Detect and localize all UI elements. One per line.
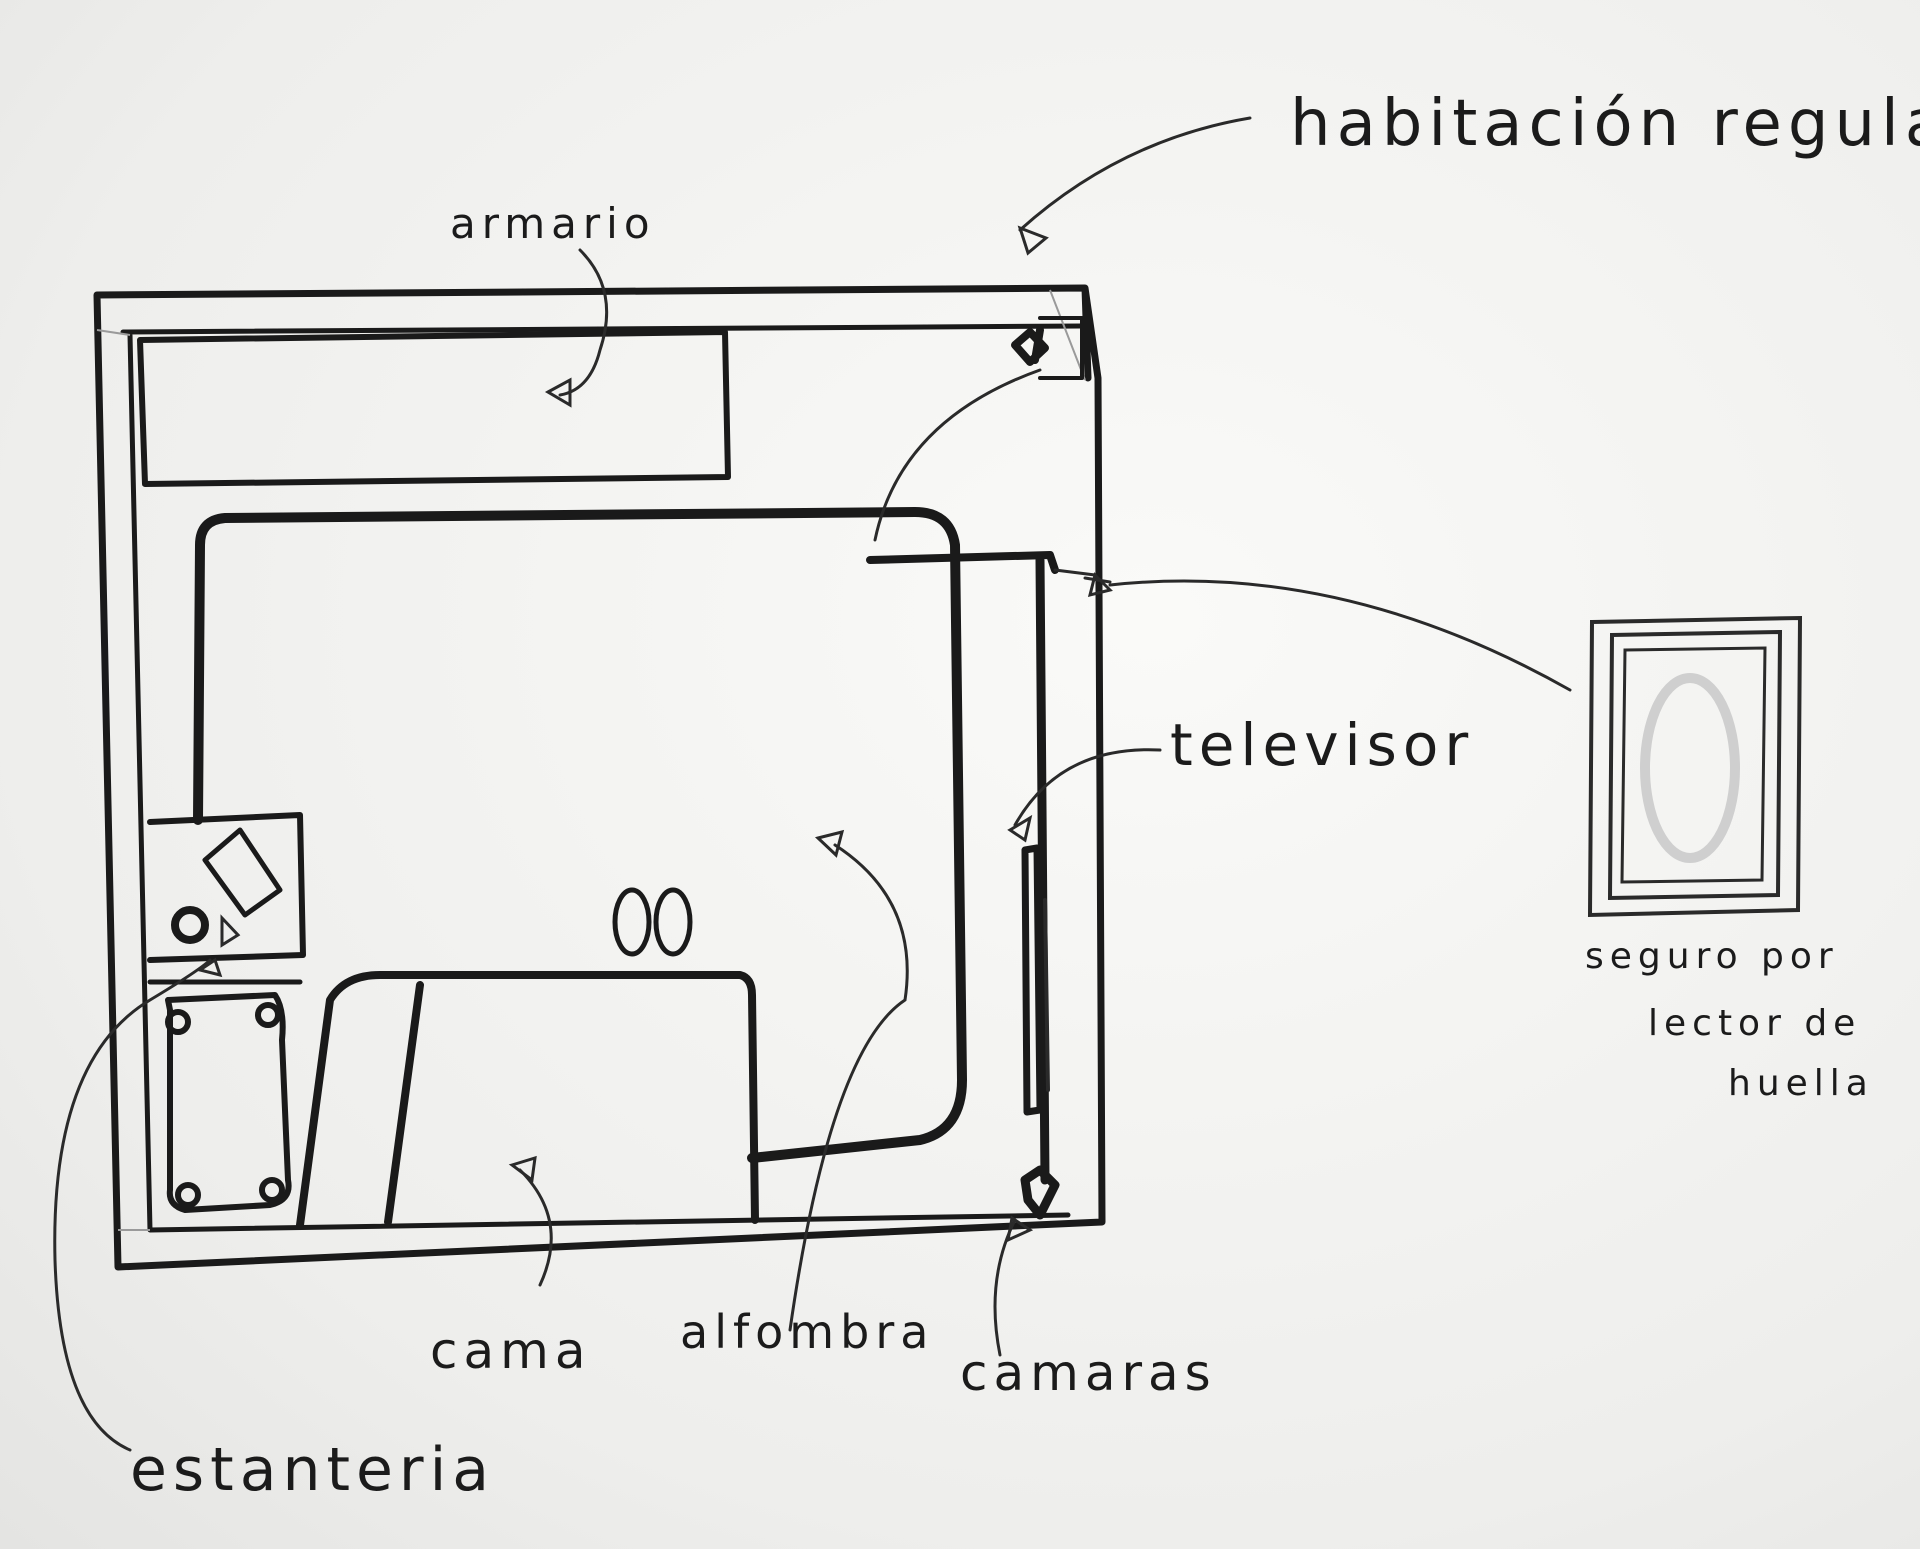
rug (193, 507, 967, 1163)
label-wardrobe: armario (450, 199, 656, 248)
shelf (147, 812, 306, 963)
bed (147, 887, 759, 1229)
label-rug: alfombra (680, 1305, 934, 1359)
label-lock-line3: huella (1728, 1063, 1874, 1104)
label-bed: cama (430, 1322, 591, 1380)
label-room: habitación regular (1290, 87, 1920, 161)
camera-bottom-icon (1020, 1165, 1060, 1220)
fingerprint-lock-marker (866, 551, 1113, 1185)
label-lock-line1: seguro por (1585, 936, 1839, 977)
wardrobe (137, 329, 731, 487)
label-lock-line2: lector de (1648, 1003, 1861, 1044)
camera-top-icon (1011, 316, 1084, 380)
label-cameras: camaras (960, 1344, 1217, 1402)
label-tv: televisor (1170, 711, 1474, 779)
label-shelf: estanteria (130, 1435, 495, 1505)
desk (165, 992, 292, 1213)
tv (1021, 844, 1050, 1116)
annotation-arrows (53, 116, 1572, 1452)
fingerprint-reader-device (1587, 615, 1803, 918)
room-walls (93, 284, 1106, 1271)
